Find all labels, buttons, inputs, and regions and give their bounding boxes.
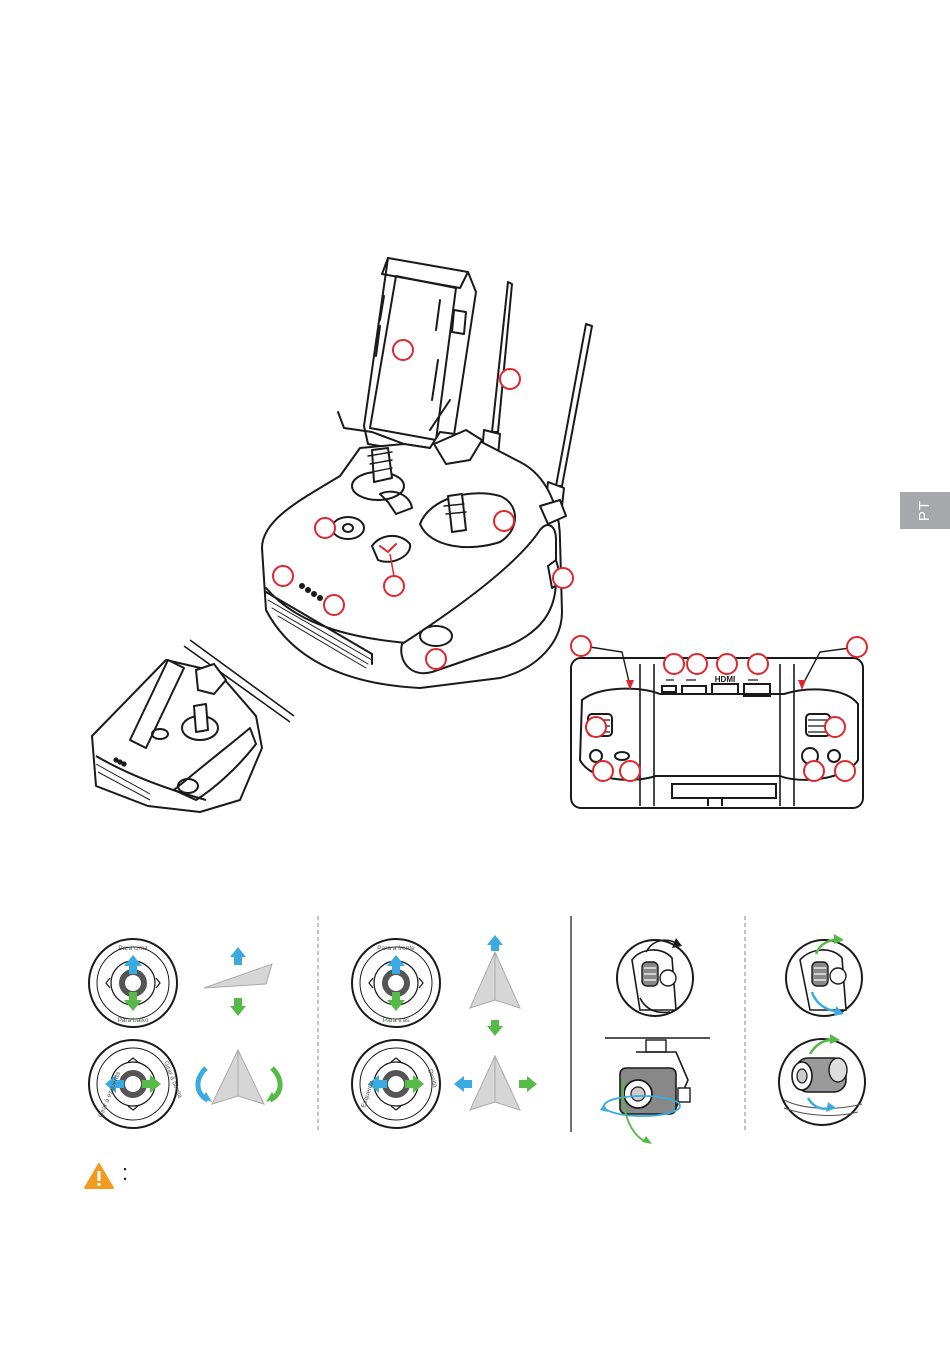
callout-battery-led (273, 566, 293, 586)
callout-front-button (426, 649, 446, 669)
label-up: Para cima (118, 945, 148, 952)
aircraft-yaw-icon (198, 1050, 280, 1104)
aircraft-ascend-icon (204, 947, 272, 1016)
label-forward: Para a frente (377, 945, 415, 952)
right-dial-closeup (786, 934, 862, 1016)
callout-grip (553, 568, 573, 588)
callout-rth (384, 576, 404, 596)
callout-right-stick (494, 511, 514, 531)
camera-zoom-closeup (779, 1034, 865, 1125)
left-stick-horizontal: Girar à esquerda Girar à direita (89, 1040, 184, 1128)
callout-right-dial (825, 717, 845, 737)
callout-holder (393, 340, 413, 360)
callout-status-led (324, 595, 344, 615)
aircraft-pitch-icon (470, 935, 520, 1036)
callout-right-button (847, 637, 867, 657)
label-back: Para trás (383, 1017, 410, 1024)
left-stick-vertical: Para cima Para baixo (89, 939, 177, 1027)
rear-panel-view: HDMI (571, 636, 867, 808)
callout-c2-button (835, 761, 855, 781)
callout-record-button (593, 761, 613, 781)
callout-left-button (571, 636, 591, 656)
callout-hdmi-port (717, 654, 737, 674)
label-down: Para baixo (117, 1017, 148, 1024)
hdmi-port-label: HDMI (715, 675, 735, 684)
right-stick-horizontal: Esquerda Direita (352, 1040, 440, 1128)
folded-controller (92, 640, 294, 812)
right-stick-vertical: Para a frente Para trás (352, 939, 440, 1027)
gimbal-tilt-illustration (600, 1038, 710, 1144)
callout-focus-button (620, 761, 640, 781)
aircraft-roll-icon (454, 1056, 537, 1110)
warning-colon: : (122, 1160, 128, 1186)
left-dial-closeup (617, 938, 693, 1016)
callout-usb-port (664, 654, 684, 674)
warning-triangle-icon (84, 1163, 114, 1189)
callout-usb-port-2 (748, 654, 768, 674)
callout-c1-button (804, 761, 824, 781)
callout-cendence-port (687, 654, 707, 674)
callout-antenna (500, 369, 520, 389)
callout-power (315, 518, 335, 538)
callout-left-dial (586, 717, 606, 737)
controller-body (262, 430, 566, 688)
